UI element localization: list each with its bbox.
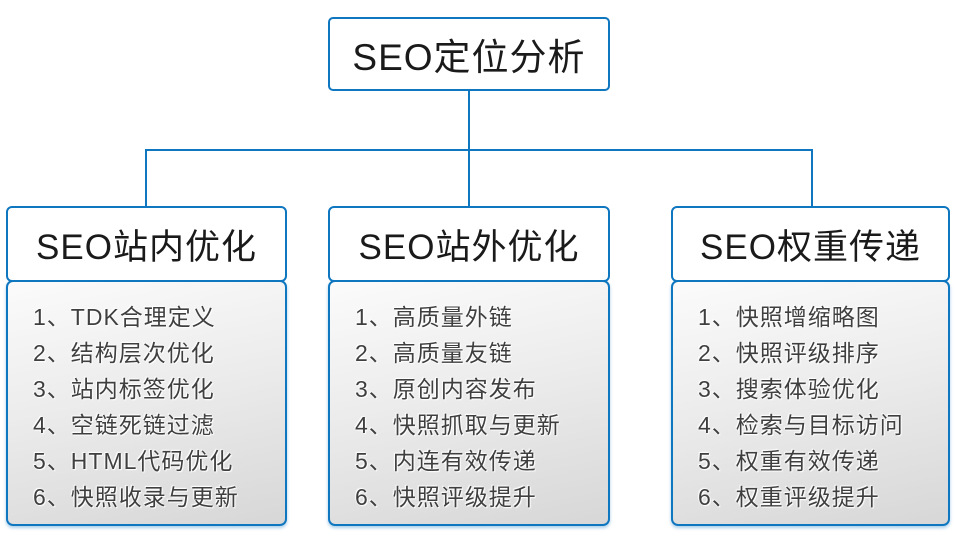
column-onsite-optimization: SEO站内优化 1、TDK合理定义 2、结构层次优化 3、站内标签优化 4、空链…	[6, 206, 287, 526]
column-weight-transfer: SEO权重传递 1、快照增缩略图 2、快照评级排序 3、搜索体验优化 4、检索与…	[671, 206, 950, 526]
list-item: 2、高质量友链	[355, 340, 513, 366]
column-offsite-title: SEO站外优化	[358, 227, 580, 267]
list-item: 2、快照评级排序	[698, 340, 880, 366]
list-item: 6、快照评级提升	[355, 484, 537, 510]
list-item: 4、检索与目标访问	[698, 412, 904, 438]
list-item: 4、快照抓取与更新	[355, 412, 561, 438]
list-item: 1、快照增缩略图	[698, 304, 880, 330]
column-offsite-panel: 1、高质量外链 2、高质量友链 3、原创内容发布 4、快照抓取与更新 5、内连有…	[328, 280, 610, 526]
root-node-label: SEO定位分析	[352, 37, 586, 78]
connector-right-vertical	[811, 149, 813, 206]
list-item: 4、空链死链过滤	[33, 412, 215, 438]
list-item: 6、快照收录与更新	[33, 484, 239, 510]
list-item: 1、高质量外链	[355, 304, 513, 330]
column-offsite-header: SEO站外优化	[328, 206, 610, 282]
list-item: 3、原创内容发布	[355, 376, 537, 402]
connector-horizontal	[145, 149, 813, 151]
column-offsite-optimization: SEO站外优化 1、高质量外链 2、高质量友链 3、原创内容发布 4、快照抓取与…	[328, 206, 610, 526]
column-onsite-title: SEO站内优化	[36, 227, 257, 267]
list-item: 3、站内标签优化	[33, 376, 215, 402]
list-item: 1、TDK合理定义	[33, 304, 216, 330]
list-item: 2、结构层次优化	[33, 340, 215, 366]
column-weight-header: SEO权重传递	[671, 206, 950, 282]
column-weight-title: SEO权重传递	[700, 227, 921, 267]
column-onsite-panel: 1、TDK合理定义 2、结构层次优化 3、站内标签优化 4、空链死链过滤 5、H…	[6, 280, 287, 526]
column-onsite-header: SEO站内优化	[6, 206, 287, 282]
column-weight-panel: 1、快照增缩略图 2、快照评级排序 3、搜索体验优化 4、检索与目标访问 5、权…	[671, 280, 950, 526]
connector-middle-vertical	[468, 149, 470, 206]
list-item: 5、权重有效传递	[698, 448, 880, 474]
connector-root-vertical	[468, 91, 470, 149]
list-item: 6、权重评级提升	[698, 484, 880, 510]
list-item: 5、HTML代码优化	[33, 448, 234, 474]
list-item: 5、内连有效传递	[355, 448, 537, 474]
list-item: 3、搜索体验优化	[698, 376, 880, 402]
root-node: SEO定位分析	[328, 17, 610, 91]
connector-left-vertical	[145, 149, 147, 206]
